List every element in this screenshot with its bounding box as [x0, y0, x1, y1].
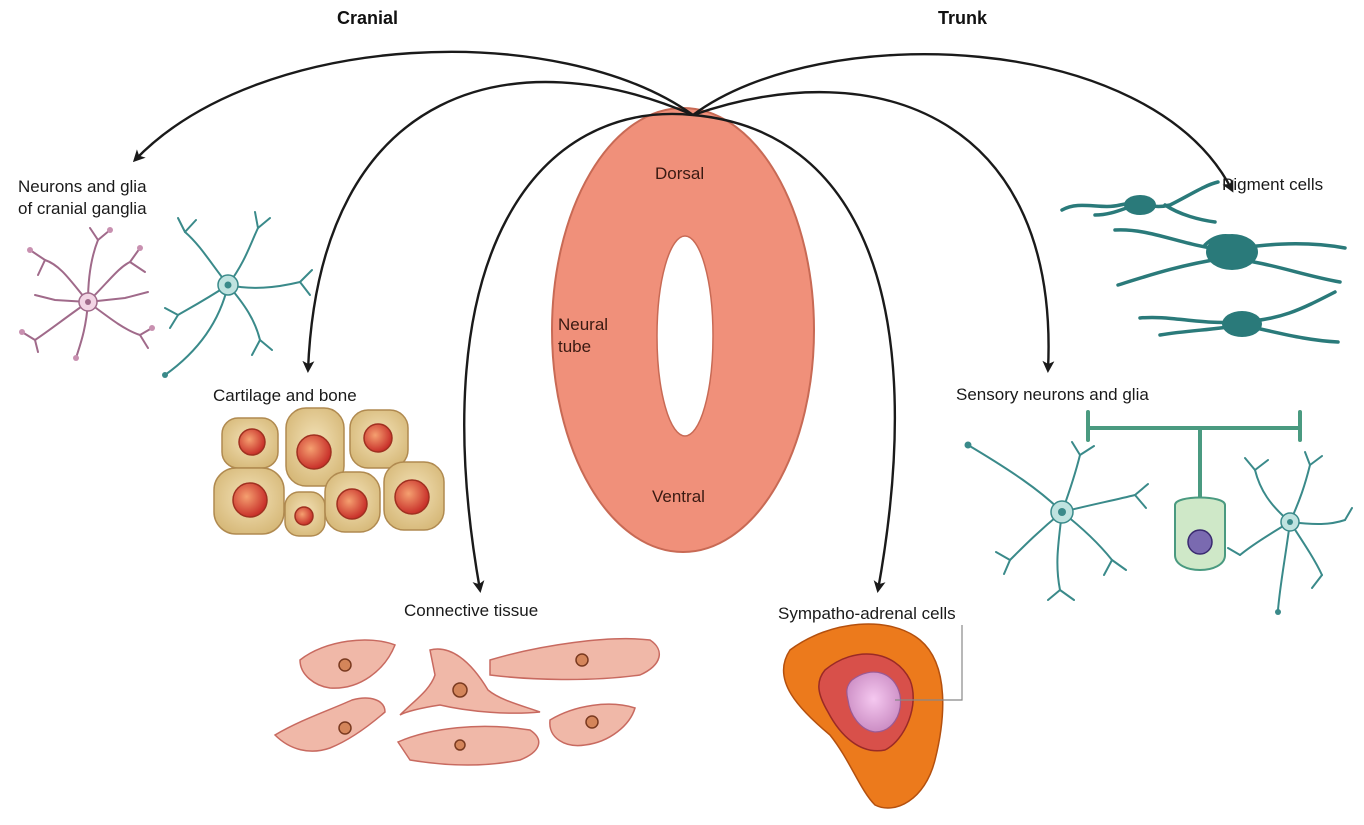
connective-tissue-cells [275, 639, 659, 765]
cartilage-bone-label: Cartilage and bone [213, 385, 357, 407]
cranial-ganglia-label-line1: Neurons and glia [18, 176, 147, 198]
sympatho-adrenal-cell [784, 624, 962, 808]
connective-tissue-label: Connective tissue [404, 600, 538, 622]
ventral-label: Ventral [652, 486, 705, 507]
pigment-cells [1062, 182, 1345, 342]
sensory-neuron-cells [965, 412, 1353, 615]
neural-tube-label-line1: Neural [558, 314, 608, 335]
cartilage-cells [214, 408, 444, 536]
cranial-ganglia-label-line2: of cranial ganglia [18, 198, 147, 220]
trunk-header: Trunk [938, 8, 987, 29]
dorsal-label: Dorsal [655, 163, 704, 184]
cranial-header: Cranial [337, 8, 398, 29]
pigment-cells-label: Pigment cells [1222, 174, 1323, 196]
sensory-neurons-label: Sensory neurons and glia [956, 384, 1149, 406]
sympatho-adrenal-label: Sympatho-adrenal cells [778, 603, 956, 625]
cranial-ganglia-cells [19, 212, 312, 378]
arrow-to-cranial-ganglia [135, 52, 693, 160]
neural-tube-label-line2: tube [558, 336, 591, 357]
